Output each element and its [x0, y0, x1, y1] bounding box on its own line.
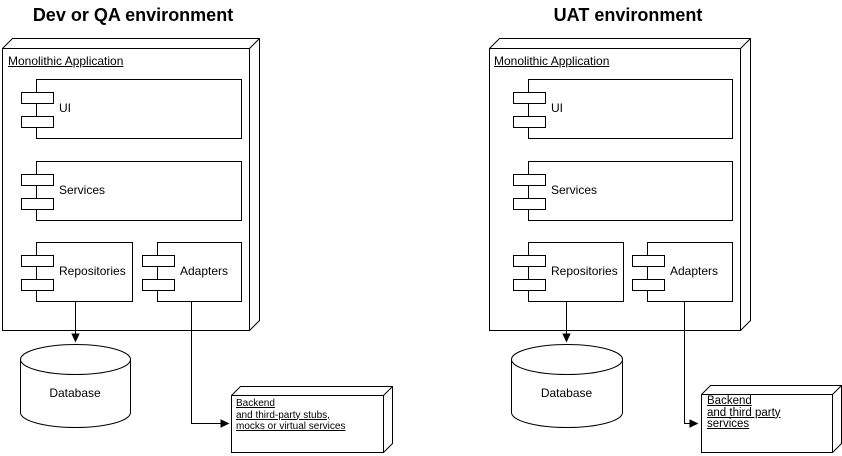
arrowhead-right: [689, 419, 699, 428]
database-cylinder-right: [511, 344, 623, 428]
component-icon: [513, 92, 546, 128]
database-cylinder-left: [20, 344, 131, 428]
component-box: [528, 79, 733, 139]
component-tab-bottom: [21, 116, 54, 128]
component-label-ui-right: UI: [551, 101, 563, 115]
cylinder-body: [20, 359, 131, 428]
backend-label-line: services: [707, 418, 750, 431]
component-tab-bottom: [632, 279, 665, 291]
backend-label-line: Backend: [236, 398, 275, 409]
component-tab-top: [21, 174, 54, 186]
component-tab-bottom: [513, 198, 546, 210]
component-box: [528, 242, 624, 302]
component-box: [647, 242, 733, 302]
backend-label-line: and third-party stubs,: [236, 409, 330, 421]
cylinder-top: [511, 344, 623, 375]
diagram-title-dev-qa: Dev or QA environment: [32, 5, 234, 25]
component-tab-bottom: [21, 198, 54, 210]
node-3d-edges: [2, 38, 260, 331]
arrowhead-down: [71, 333, 80, 343]
database-label-left: Database: [49, 386, 101, 400]
component-box: [36, 242, 133, 302]
component-icon: [21, 174, 54, 210]
component-tab-bottom: [513, 116, 546, 128]
backend-label-left: Backend and third-party stubs, mocks or …: [236, 398, 345, 433]
component-tab-bottom: [21, 279, 54, 291]
arrowhead-down: [562, 333, 571, 343]
diagram-title-uat: UAT environment: [553, 5, 703, 25]
node-3d-edges: [489, 38, 751, 331]
arrow-line: [684, 301, 690, 424]
cylinder-body: [511, 359, 623, 428]
component-tab-bottom: [142, 279, 175, 291]
component-icon: [513, 174, 546, 210]
backend-node-right: [701, 385, 842, 453]
component-ui-left: [21, 79, 242, 139]
component-label-repositories-right: Repositories: [551, 264, 618, 278]
component-tab-bottom: [513, 279, 546, 291]
component-tab-top: [142, 255, 175, 267]
component-tab-top: [632, 255, 665, 267]
cylinder-top: [20, 344, 131, 375]
component-box: [157, 242, 242, 302]
arrow-repositories-to-database-left: [71, 301, 80, 343]
arrow-adapters-to-backend-right: [684, 301, 699, 428]
component-label-adapters-right: Adapters: [670, 264, 719, 278]
node-label-monolithic-left: Monolithic Application: [8, 54, 124, 68]
component-label-ui-left: UI: [59, 101, 71, 115]
node-label-monolithic-right: Monolithic Application: [494, 54, 610, 68]
component-label-repositories-left: Repositories: [59, 264, 126, 278]
component-icon: [21, 92, 54, 128]
component-icon: [142, 255, 175, 291]
arrow-line: [191, 301, 221, 424]
component-tab-top: [513, 174, 546, 186]
component-label-services-right: Services: [551, 183, 598, 197]
backend-label-line: mocks or virtual services: [236, 421, 346, 433]
backend-label-right: Backend and third party services: [707, 395, 781, 431]
component-tab-top: [513, 92, 546, 104]
component-label-adapters-left: Adapters: [180, 264, 229, 278]
component-icon: [632, 255, 665, 291]
component-ui-right: [513, 79, 733, 139]
component-box: [528, 161, 733, 221]
arrowhead-right: [220, 419, 230, 428]
component-repositories-left: [21, 242, 133, 302]
component-adapters-left: [142, 242, 242, 302]
component-box: [36, 161, 242, 221]
arrow-adapters-to-backend-left: [191, 301, 230, 428]
backend-label-line: and third party: [707, 406, 781, 419]
component-icon: [513, 255, 546, 291]
node-front-face: [231, 395, 384, 453]
component-tab-top: [513, 255, 546, 267]
component-icon: [21, 255, 54, 291]
component-label-services-left: Services: [59, 183, 106, 197]
component-box: [36, 79, 242, 139]
component-services-right: [513, 161, 733, 221]
backend-label-line: Backend: [707, 395, 752, 407]
database-label-right: Database: [540, 386, 593, 400]
node-front-face: [701, 394, 833, 453]
backend-node-left: [231, 386, 393, 453]
component-repositories-right: [513, 242, 624, 302]
component-adapters-right: [632, 242, 733, 302]
component-tab-top: [21, 92, 54, 104]
node-3d-edges: [231, 386, 393, 453]
component-tab-top: [21, 255, 54, 267]
arrow-repositories-to-database-right: [562, 301, 571, 343]
component-services-left: [21, 161, 242, 221]
